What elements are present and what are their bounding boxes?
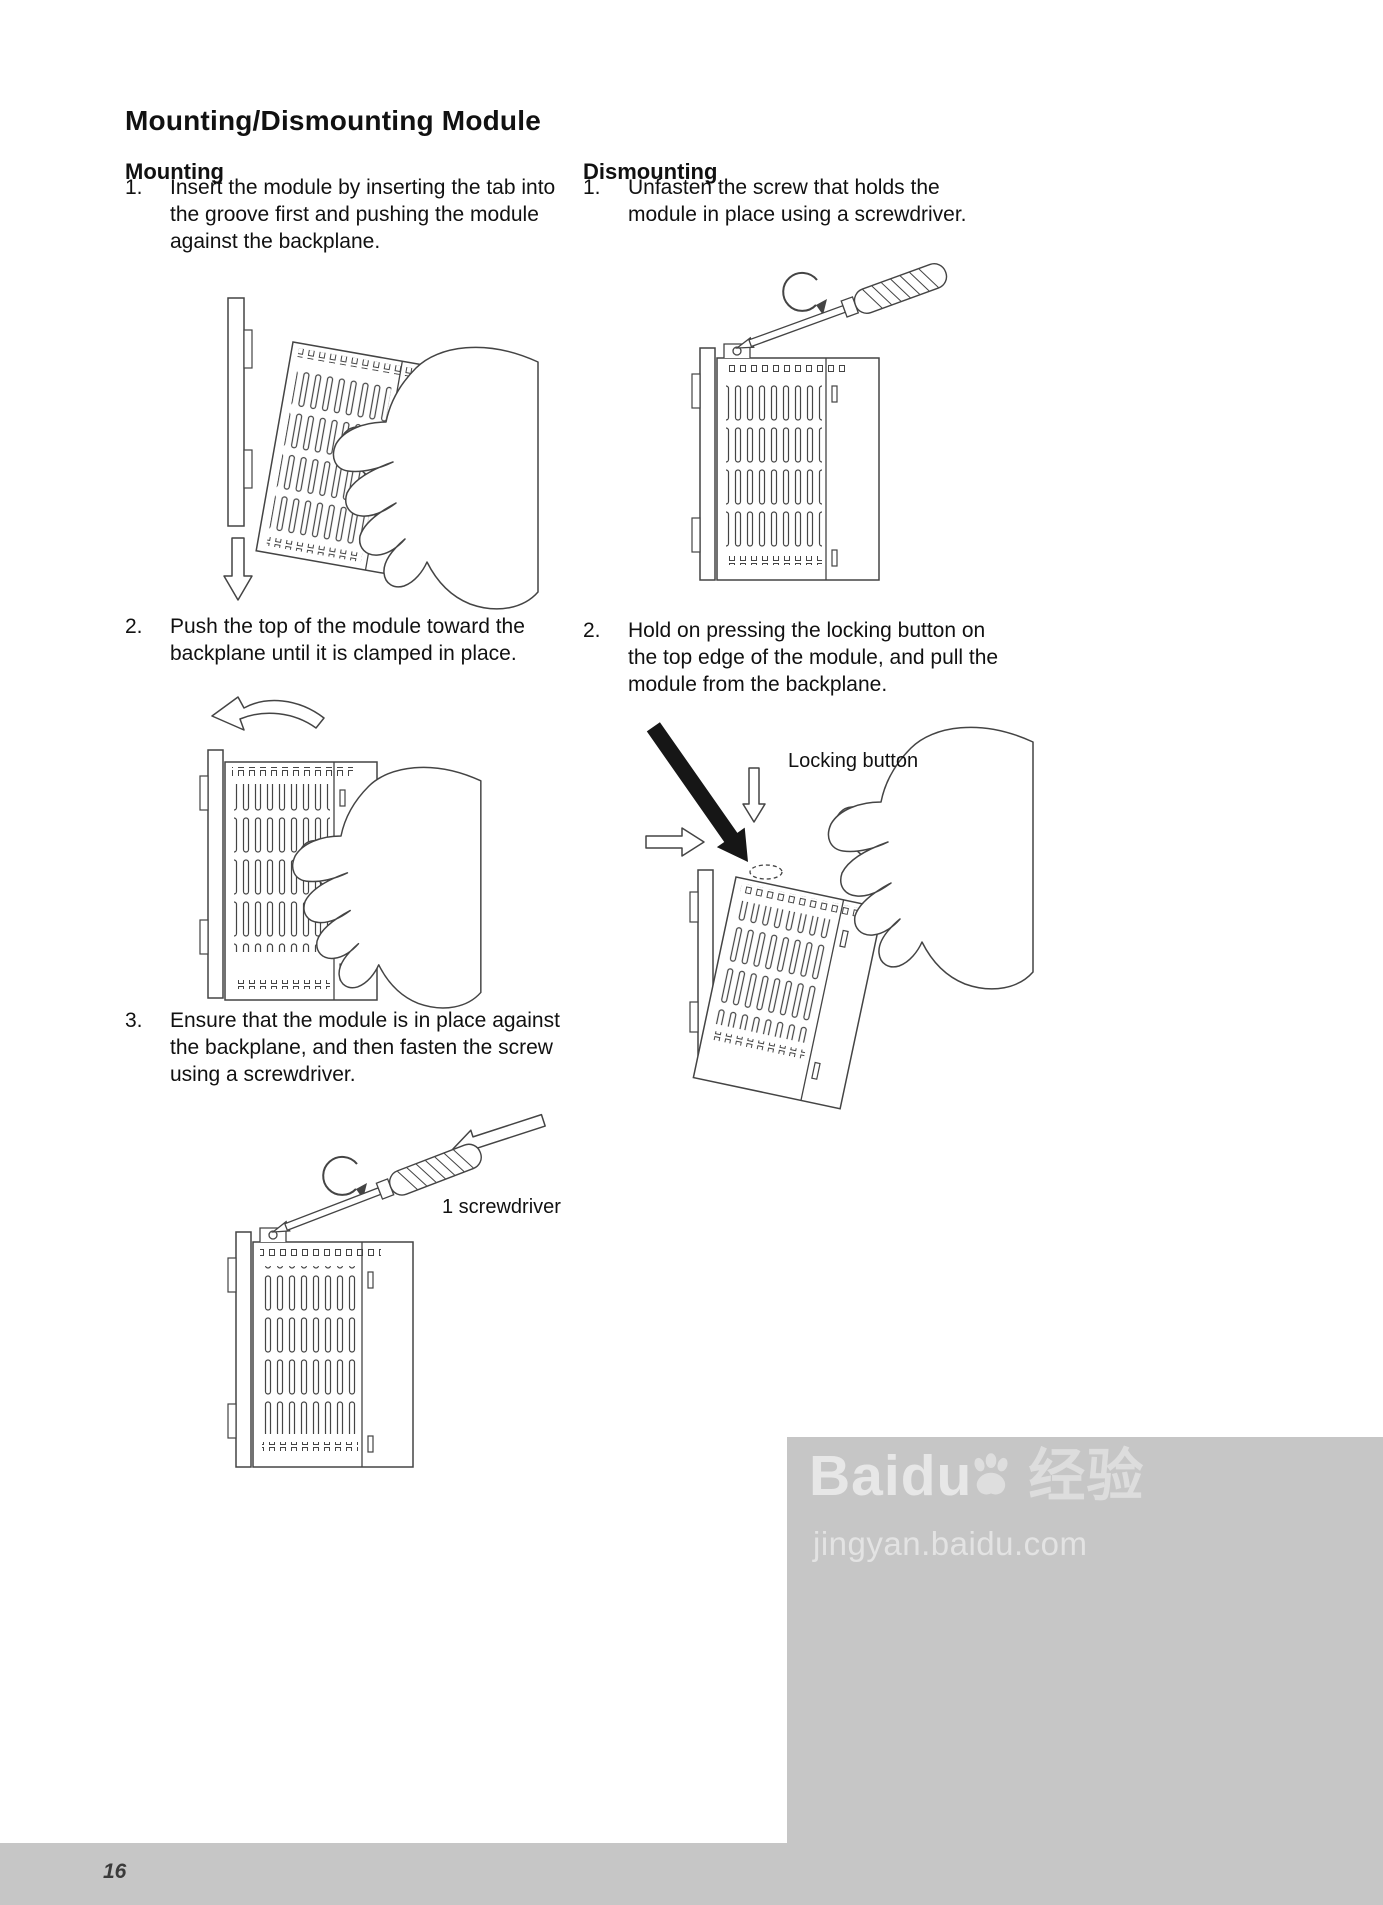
mounting-heading: Mounting: [125, 159, 224, 185]
step-number: 3.: [125, 1009, 143, 1032]
down-arrow-icon: [742, 767, 766, 823]
screwdriver-label: 1 screwdriver: [442, 1196, 561, 1218]
baidu-logo-suffix: 经验: [1028, 1444, 1145, 1508]
step-number: 2.: [583, 619, 601, 642]
hand-illustration: [291, 766, 482, 1009]
step-number: 1.: [583, 176, 601, 199]
figure-mounting-step1-drawing: [223, 297, 539, 610]
dismounting-heading: Dismounting: [583, 159, 718, 185]
rotation-arrow-icon: [782, 271, 827, 315]
baidu-watermark: Baidu 经验 jingyan.baidu.com: [787, 1437, 1383, 1905]
page-title: Mounting/Dismounting Module: [125, 104, 541, 136]
locking-button-callout: [749, 864, 783, 880]
figure-mounting-step2-drawing: [199, 696, 482, 1009]
footer-bar: 16: [0, 1843, 1383, 1905]
right-arrow-icon: [645, 827, 705, 857]
backplane-rail-illustration: [227, 297, 253, 527]
mounting-step-1: 1. Insert the module by inserting the ta…: [125, 174, 563, 255]
figure-mounting-step3-drawing: [227, 1113, 546, 1468]
figure-dismounting-step2: Locking button: [636, 712, 1046, 1110]
module-illustration: [692, 876, 884, 1110]
step-text: Ensure that the module is in place again…: [170, 1009, 560, 1086]
locking-button-label: Locking button: [788, 750, 919, 772]
watermark-url: jingyan.baidu.com: [813, 1525, 1088, 1562]
figure-mounting-step3: 1 screwdriver: [190, 1104, 610, 1474]
figure-mounting-step1: [198, 282, 548, 617]
figure-dismounting-step1-drawing: [691, 263, 948, 581]
down-arrow-icon: [223, 537, 253, 601]
big-black-arrow-icon: [646, 722, 748, 862]
paw-icon: [974, 1452, 1008, 1495]
figure-dismounting-step1: [672, 256, 1012, 588]
baidu-logo: Baidu 经验: [809, 1445, 1144, 1508]
mounting-step-2: 2. Push the top of the module toward the…: [125, 613, 570, 667]
backplane-rail-illustration: [691, 347, 716, 581]
backplane-rail-illustration: [199, 749, 224, 999]
figure-dismounting-step2-drawing: [645, 722, 1034, 1110]
step-text: Push the top of the module toward the ba…: [170, 615, 525, 665]
curved-arrow-icon: [211, 696, 325, 731]
step-text: Unfasten the screw that holds the module…: [628, 176, 967, 226]
rotation-arrow-icon: [322, 1155, 367, 1199]
step-text: Insert the module by inserting the tab i…: [170, 176, 556, 253]
dismounting-step-2: 2. Hold on pressing the locking button o…: [583, 617, 1013, 698]
step-text: Hold on pressing the locking button on t…: [628, 619, 999, 696]
hand-illustration: [827, 726, 1034, 990]
step-number: 2.: [125, 615, 143, 638]
figure-mounting-step2: [192, 688, 512, 1020]
screwdriver-illustration: [270, 1143, 482, 1233]
mounting-step-3: 3. Ensure that the module is in place ag…: [125, 1007, 563, 1088]
page-number: 16: [103, 1860, 127, 1883]
dismounting-step-1: 1. Unfasten the screw that holds the mod…: [583, 174, 1013, 228]
module-illustration: [252, 1227, 414, 1468]
screwdriver-illustration: [734, 263, 948, 349]
backplane-rail-illustration: [227, 1231, 252, 1468]
baidu-logo-text: Baidu: [809, 1444, 973, 1508]
hand-illustration: [332, 346, 539, 610]
module-illustration: [716, 343, 880, 581]
step-number: 1.: [125, 176, 143, 199]
